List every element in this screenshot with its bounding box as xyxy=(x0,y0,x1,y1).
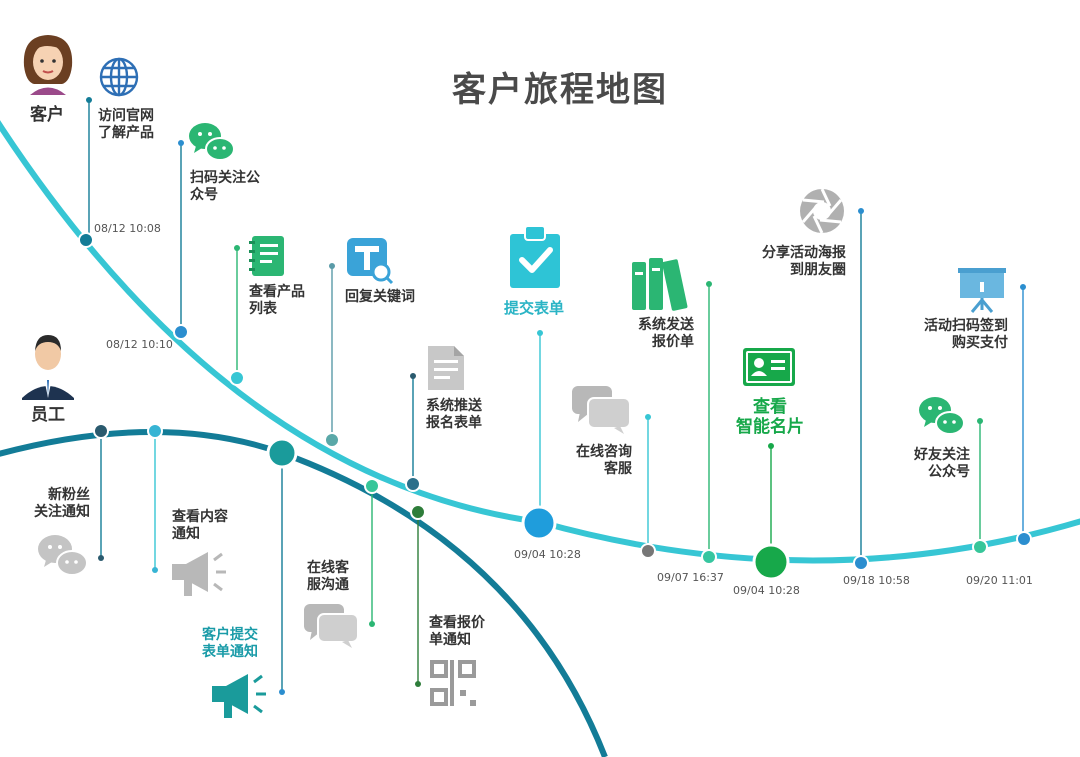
journey-node xyxy=(229,370,245,386)
step-time: 09/04 10:28 xyxy=(733,584,800,597)
journey-node xyxy=(640,543,656,559)
connector-end-dot xyxy=(415,681,421,687)
step-label: 访问官网 了解产品 xyxy=(98,108,154,141)
step-label: 扫码关注公 众号 xyxy=(190,170,260,203)
step-label: 提交表单 xyxy=(504,299,565,317)
presentation-icon xyxy=(958,268,1006,313)
step-label: 在线客 服沟通 xyxy=(307,560,349,593)
journey-node xyxy=(173,324,189,340)
wechat-icon xyxy=(919,397,965,435)
journey-node xyxy=(93,423,109,439)
connector-end-dot xyxy=(645,414,651,420)
connector-end-dot xyxy=(329,263,335,269)
connector-end-dot xyxy=(706,281,712,287)
page-title: 客户旅程地图 xyxy=(452,70,668,110)
chat-bubbles-icon xyxy=(572,386,631,434)
journey-node xyxy=(364,478,380,494)
step-time: 09/20 11:01 xyxy=(966,574,1033,587)
step-time: 09/07 16:37 xyxy=(657,571,724,584)
clipboard-check-icon xyxy=(510,225,560,288)
connector-end-dot xyxy=(858,208,864,214)
role-label-customer: 客户 xyxy=(30,105,64,125)
journey-node xyxy=(853,555,869,571)
journey-node xyxy=(701,549,717,565)
step-time: 08/12 10:10 xyxy=(106,338,173,351)
connector-end-dot xyxy=(768,443,774,449)
globe-icon xyxy=(99,57,139,97)
journey-node xyxy=(78,232,94,248)
connector-end-dot xyxy=(537,330,543,336)
step-time: 08/12 10:08 xyxy=(94,222,161,235)
step-label: 查看报价 单通知 xyxy=(429,615,485,648)
journey-node xyxy=(521,505,557,541)
step-label: 系统推送 报名表单 xyxy=(426,398,482,431)
qr-code-icon xyxy=(430,660,476,706)
connector-end-dot xyxy=(977,418,983,424)
staff-journey-curve xyxy=(0,429,608,757)
connector-end-dot xyxy=(86,97,92,103)
journey-node xyxy=(266,437,298,469)
journey-node xyxy=(410,504,426,520)
role-label-staff: 员工 xyxy=(31,405,65,425)
step-label: 查看内容 通知 xyxy=(172,509,228,542)
connector-end-dot xyxy=(369,621,375,627)
wechat-icon xyxy=(38,535,88,576)
step-label: 系统发送 报价单 xyxy=(638,317,694,350)
step-label: 查看产品 列表 xyxy=(249,284,305,317)
customer-avatar-icon xyxy=(23,35,73,95)
journey-node xyxy=(1016,531,1032,547)
connector-end-dot xyxy=(1020,284,1026,290)
step-label: 分享活动海报 到朋友圈 xyxy=(762,245,846,278)
step-label: 好友关注 公众号 xyxy=(914,447,970,480)
connector-end-dot xyxy=(152,567,158,573)
step-label: 活动扫码签到 购买支付 xyxy=(924,318,1008,351)
chat-bubbles-icon xyxy=(304,604,359,648)
connector-end-dot xyxy=(410,373,416,379)
journey-node xyxy=(405,476,421,492)
megaphone-icon xyxy=(172,552,226,596)
connector-end-dot xyxy=(279,689,285,695)
step-label: 在线咨询 客服 xyxy=(576,444,632,477)
step-label: 查看 智能名片 xyxy=(736,397,804,437)
connector-end-dot xyxy=(178,140,184,146)
document-icon xyxy=(428,346,464,390)
wechat-icon xyxy=(189,123,235,161)
keyword-icon xyxy=(347,238,394,285)
journey-node xyxy=(147,423,163,439)
notebook-icon xyxy=(249,236,284,276)
connector-end-dot xyxy=(98,555,104,561)
step-label: 回复关键词 xyxy=(345,289,415,305)
step-time: 09/04 10:28 xyxy=(514,548,581,561)
step-label: 新粉丝 关注通知 xyxy=(34,487,90,520)
staff-avatar-icon xyxy=(22,335,74,400)
binders-icon xyxy=(632,258,688,311)
journey-node xyxy=(972,539,988,555)
journey-node xyxy=(324,432,340,448)
connector-end-dot xyxy=(234,245,240,251)
aperture-icon xyxy=(800,188,844,234)
megaphone-icon xyxy=(212,674,266,718)
step-time: 09/18 10:58 xyxy=(843,574,910,587)
business-card-icon xyxy=(743,348,795,386)
journey-node xyxy=(752,543,790,581)
step-label: 客户提交 表单通知 xyxy=(202,627,258,660)
